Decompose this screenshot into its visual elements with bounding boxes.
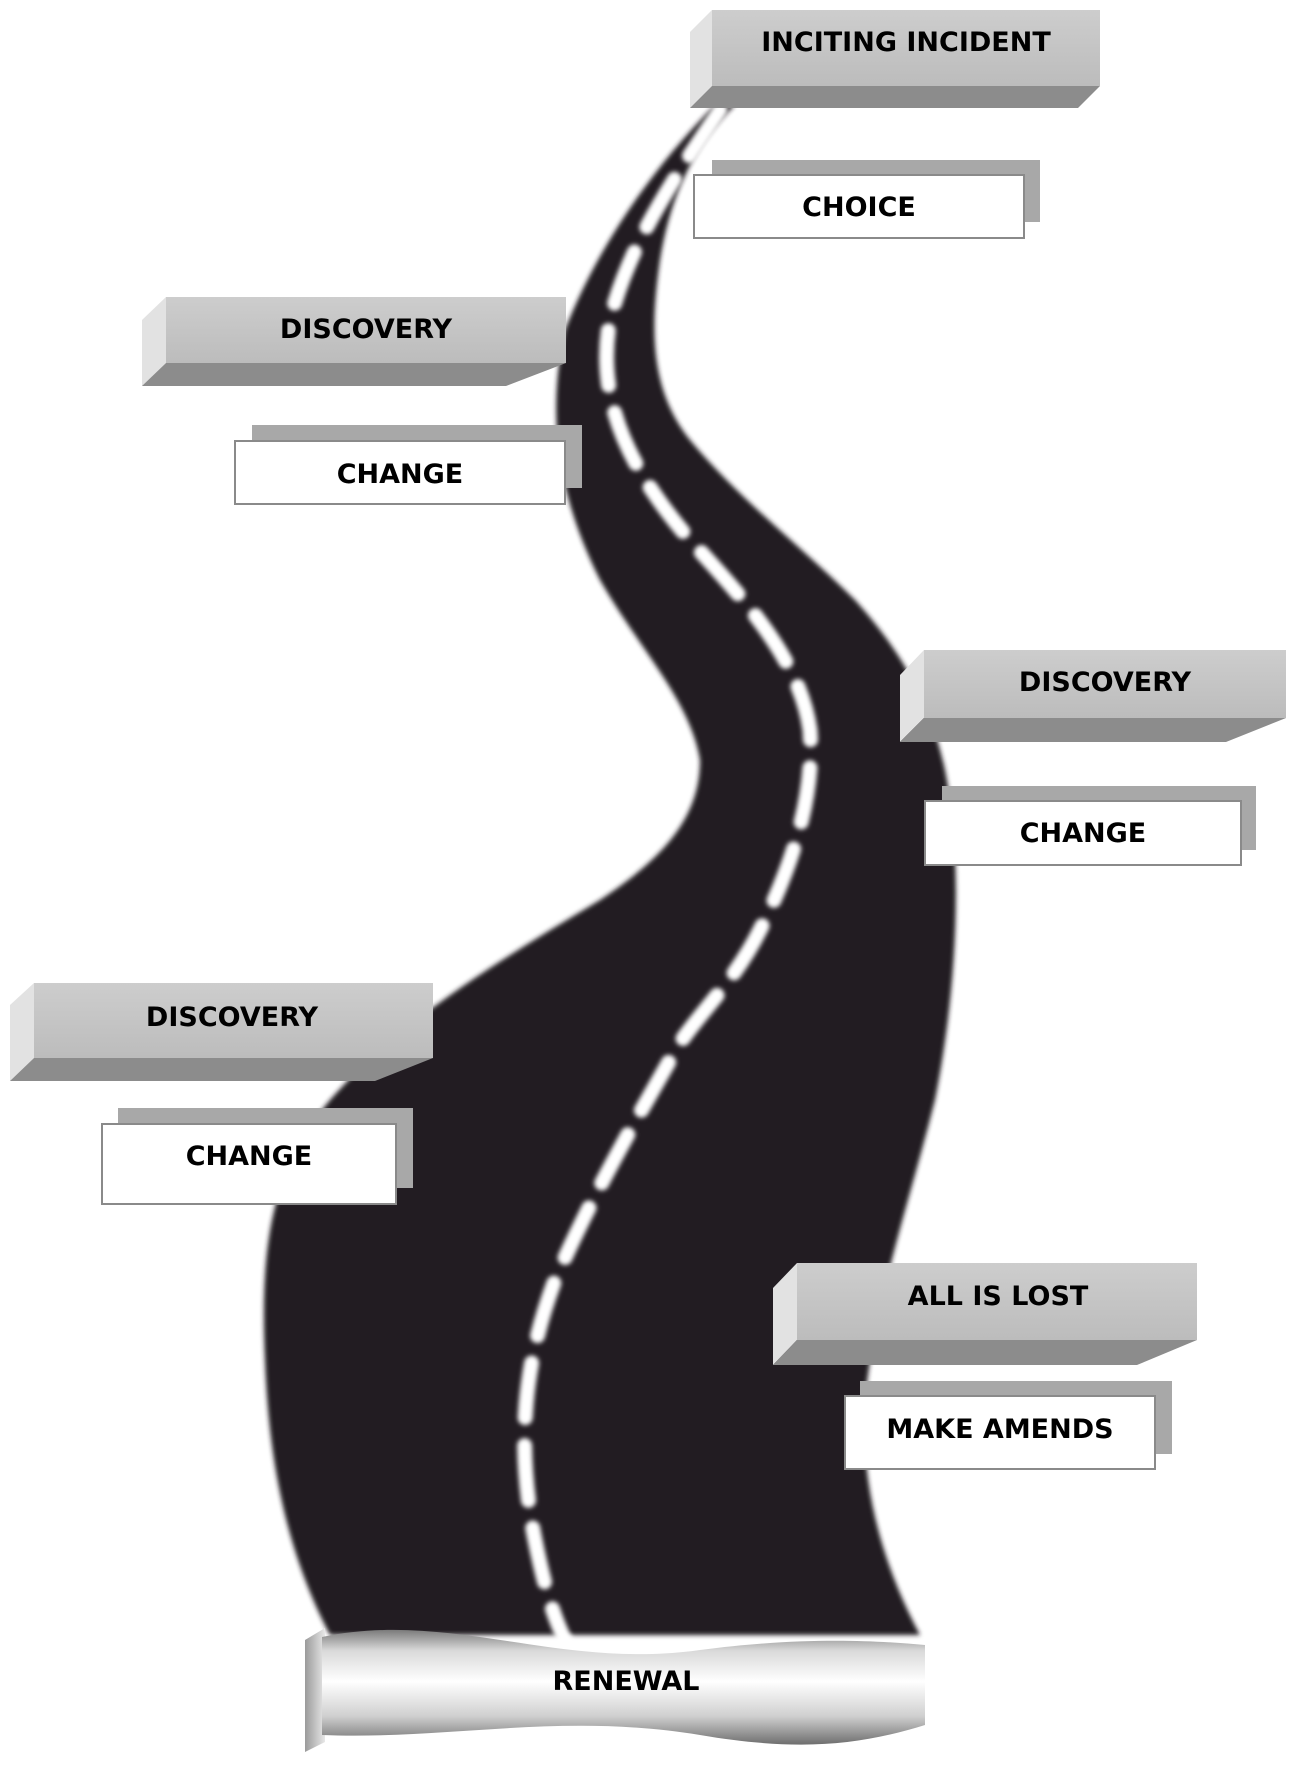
inciting-incident-tag-bottom <box>690 86 1100 108</box>
change-3-label: CHANGE <box>186 1141 313 1172</box>
change-box-2: CHANGE <box>925 786 1256 865</box>
inciting-incident-tag: INCITING INCIDENT <box>690 10 1100 108</box>
make-amends-label: MAKE AMENDS <box>886 1414 1113 1445</box>
renewal-label: RENEWAL <box>553 1666 700 1697</box>
discovery-3-label: DISCOVERY <box>146 1002 319 1033</box>
discovery-tag-1-bottom <box>142 363 566 386</box>
discovery-1-label: DISCOVERY <box>280 314 453 345</box>
discovery-tag-2-bottom <box>900 718 1286 742</box>
all-is-lost-label: ALL IS LOST <box>908 1281 1089 1312</box>
discovery-tag-1: DISCOVERY <box>142 297 566 386</box>
all-is-lost-tag-bottom <box>773 1340 1197 1365</box>
discovery-tag-3-bottom <box>10 1058 433 1081</box>
discovery-tag-2: DISCOVERY <box>900 650 1286 742</box>
make-amends-box: MAKE AMENDS <box>845 1381 1172 1469</box>
choice-box: CHOICE <box>694 160 1040 238</box>
inciting-incident-label: INCITING INCIDENT <box>761 27 1051 58</box>
change-box-3: CHANGE <box>102 1108 413 1204</box>
renewal-banner: RENEWAL <box>305 1628 925 1752</box>
all-is-lost-tag: ALL IS LOST <box>773 1263 1197 1365</box>
discovery-2-label: DISCOVERY <box>1019 667 1192 698</box>
discovery-tag-3: DISCOVERY <box>10 983 433 1081</box>
change-box-1: CHANGE <box>235 425 582 504</box>
choice-label: CHOICE <box>802 192 916 223</box>
change-1-label: CHANGE <box>337 459 464 490</box>
change-2-label: CHANGE <box>1020 818 1147 849</box>
